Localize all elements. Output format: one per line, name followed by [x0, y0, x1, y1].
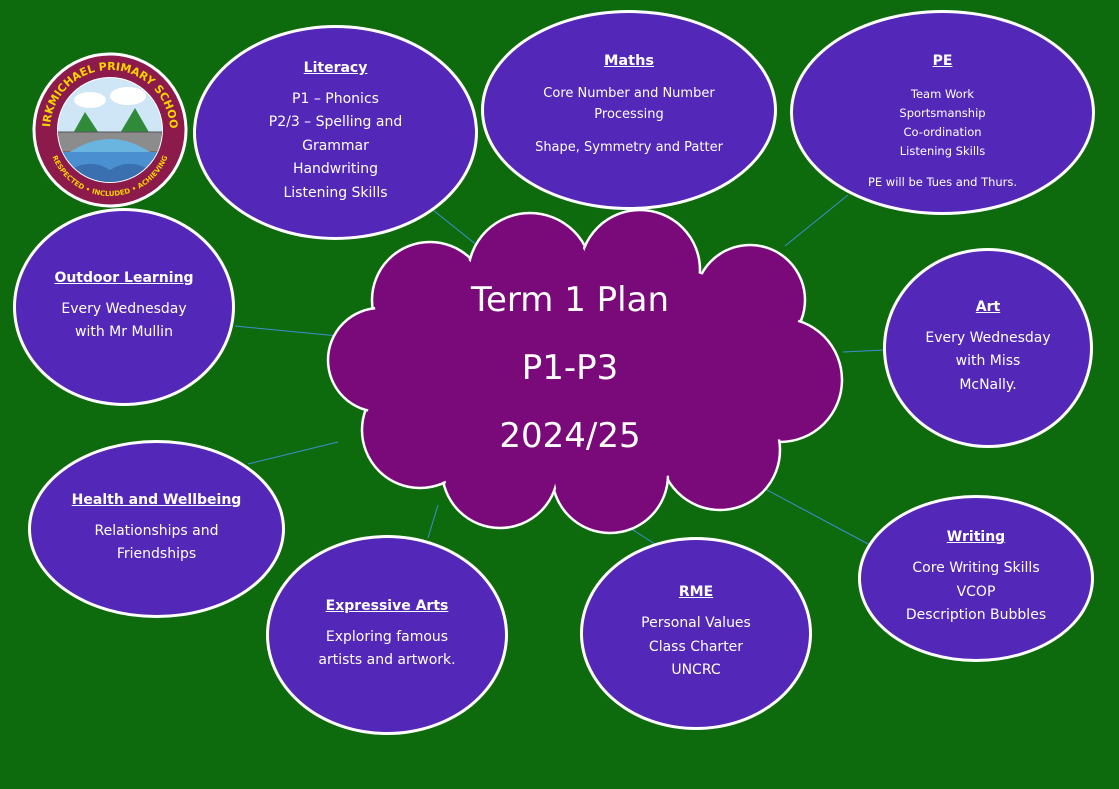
- pe-note: PE will be Tues and Thurs.: [867, 175, 1018, 189]
- maths-line: Processing: [594, 107, 664, 122]
- rme-line: Personal Values: [641, 615, 751, 632]
- literacy-line: Handwriting: [292, 161, 379, 178]
- writing-line: Core Writing Skills: [912, 560, 1040, 577]
- literacy-title: Literacy: [303, 59, 368, 76]
- outdoor-learning-line: with Mr Mullin: [75, 324, 173, 340]
- rme-line: Class Charter: [648, 638, 744, 655]
- literacy-line: P1 – Phonics: [292, 90, 379, 107]
- school-logo: KIRKMICHAEL PRIMARY SCHOOL RESPECTED • I…: [30, 50, 188, 208]
- expressive-arts-title: Expressive Arts: [325, 597, 449, 614]
- outdoor-learning-line: Every Wednesday: [61, 300, 187, 317]
- outdoor-learning-bubble: Outdoor Learning Every Wednesday with Mr…: [13, 208, 235, 406]
- writing-line: VCOP: [956, 583, 996, 600]
- art-line: Every Wednesday: [925, 329, 1051, 346]
- literacy-bubble: Literacy P1 – Phonics P2/3 – Spelling an…: [193, 25, 478, 240]
- pe-bubble: PE Team Work Sportsmanship Co-ordination…: [790, 10, 1095, 215]
- health-wellbeing-title: Health and Wellbeing: [71, 491, 242, 508]
- writing-line: Description Bubbles: [905, 607, 1047, 624]
- literacy-line: Grammar: [302, 137, 369, 154]
- rme-title: RME: [678, 584, 714, 601]
- maths-line: Core Number and Number: [543, 86, 715, 101]
- rme-bubble: RME Personal Values Class Charter UNCRC: [580, 537, 812, 730]
- art-line: McNally.: [959, 376, 1017, 393]
- pe-line: Listening Skills: [899, 144, 986, 158]
- art-line: with Miss: [955, 353, 1021, 370]
- literacy-line: Listening Skills: [283, 184, 388, 201]
- maths-bubble: Maths Core Number and Number Processing …: [481, 10, 777, 210]
- plan-classes: P1-P3: [521, 348, 619, 388]
- art-bubble: Art Every Wednesday with Miss McNally.: [883, 248, 1093, 448]
- pe-line: Team Work: [910, 87, 975, 101]
- maths-line: Shape, Symmetry and Patter: [535, 140, 723, 155]
- writing-bubble: Writing Core Writing Skills VCOP Descrip…: [858, 495, 1094, 662]
- outdoor-learning-title: Outdoor Learning: [54, 269, 194, 286]
- plan-year: 2024/25: [499, 416, 641, 456]
- plan-title: Term 1 Plan: [471, 280, 669, 320]
- maths-title: Maths: [603, 53, 655, 69]
- pe-line: Sportsmanship: [899, 106, 986, 120]
- literacy-line: P2/3 – Spelling and: [268, 114, 403, 131]
- writing-title: Writing: [946, 529, 1006, 546]
- expressive-arts-line: Exploring famous: [325, 628, 449, 645]
- health-wellbeing-bubble: Health and Wellbeing Relationships and F…: [28, 440, 285, 618]
- art-title: Art: [975, 298, 1001, 315]
- cloud-label: Term 1 Plan P1-P3 2024/25: [420, 266, 720, 470]
- pe-line: Co-ordination: [903, 125, 982, 139]
- health-wellbeing-line: Friendships: [116, 546, 197, 562]
- rme-line: UNCRC: [671, 662, 721, 679]
- health-wellbeing-line: Relationships and: [94, 522, 219, 539]
- expressive-arts-line: artists and artwork.: [318, 652, 456, 668]
- expressive-arts-bubble: Expressive Arts Exploring famous artists…: [266, 535, 508, 735]
- pe-title: PE: [932, 53, 953, 69]
